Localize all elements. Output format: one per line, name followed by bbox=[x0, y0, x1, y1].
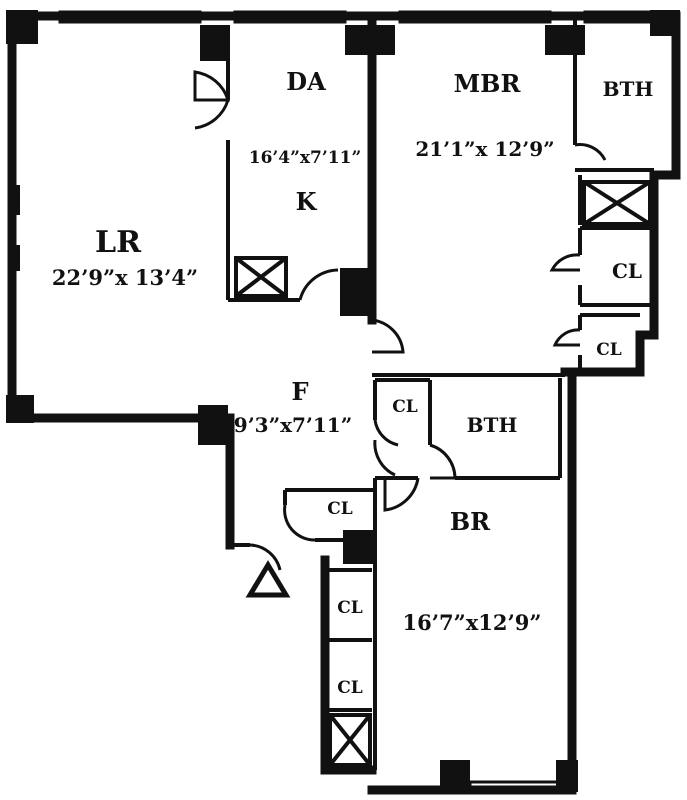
room-name-closet: CL bbox=[337, 598, 363, 618]
room-name-foyer: F bbox=[291, 377, 308, 406]
exterior-walls bbox=[7, 11, 681, 795]
column bbox=[545, 25, 585, 55]
room-labels: LR 22’9”x 13’4” DA 16’4”x7’11” K MBR 21’… bbox=[52, 67, 653, 698]
door-arc bbox=[552, 328, 581, 347]
column bbox=[200, 25, 230, 61]
column bbox=[340, 268, 372, 316]
column bbox=[345, 25, 395, 55]
doors bbox=[193, 70, 607, 571]
door-arc bbox=[373, 439, 396, 477]
room-name-closet: CL bbox=[392, 397, 418, 417]
column bbox=[343, 530, 375, 564]
x-box-shaft-icon bbox=[582, 180, 652, 226]
door-arc bbox=[249, 543, 282, 571]
column bbox=[440, 760, 470, 792]
room-name-mbr: MBR bbox=[454, 69, 522, 98]
room-dims-mbr: 21’1”x 12’9” bbox=[415, 137, 554, 161]
room-name-bth-master: BTH bbox=[603, 77, 654, 101]
column bbox=[10, 245, 20, 271]
door-arc bbox=[194, 99, 230, 130]
x-box-shaft-icon bbox=[234, 256, 288, 298]
room-name-k: K bbox=[296, 187, 318, 216]
door-arc bbox=[383, 477, 420, 512]
column bbox=[10, 185, 20, 215]
door-arc bbox=[429, 443, 457, 480]
room-name-closet: CL bbox=[327, 499, 353, 519]
room-name-da: DA bbox=[286, 67, 326, 96]
triangle-entry-icon bbox=[245, 560, 291, 598]
shafts bbox=[234, 180, 652, 767]
door-arc bbox=[549, 253, 581, 272]
room-name-bth: BTH bbox=[467, 413, 518, 437]
column bbox=[198, 405, 228, 445]
column bbox=[556, 760, 578, 792]
interior-walls bbox=[226, 11, 654, 770]
room-dims-foyer: 9’3”x7’11” bbox=[234, 413, 352, 437]
column bbox=[6, 10, 38, 44]
room-name-closet: CL bbox=[596, 340, 622, 360]
column bbox=[6, 395, 34, 423]
room-dims-k: 16’4”x7’11” bbox=[249, 148, 362, 168]
door-arc bbox=[574, 143, 607, 161]
door-arc bbox=[373, 419, 399, 447]
door-arc bbox=[371, 318, 405, 354]
door-arc bbox=[298, 268, 339, 301]
door-arc bbox=[283, 504, 316, 542]
room-name-closet: CL bbox=[612, 259, 642, 283]
room-name-lr: LR bbox=[95, 225, 142, 260]
column bbox=[650, 10, 680, 36]
columns bbox=[6, 10, 680, 792]
room-dims-br: 16’7”x12’9” bbox=[403, 610, 542, 635]
room-name-br: BR bbox=[450, 507, 491, 536]
door-arc bbox=[193, 70, 231, 102]
room-dims-lr: 22’9”x 13’4” bbox=[52, 265, 198, 290]
room-name-closet: CL bbox=[337, 678, 363, 698]
x-box-shaft-icon bbox=[328, 713, 372, 767]
